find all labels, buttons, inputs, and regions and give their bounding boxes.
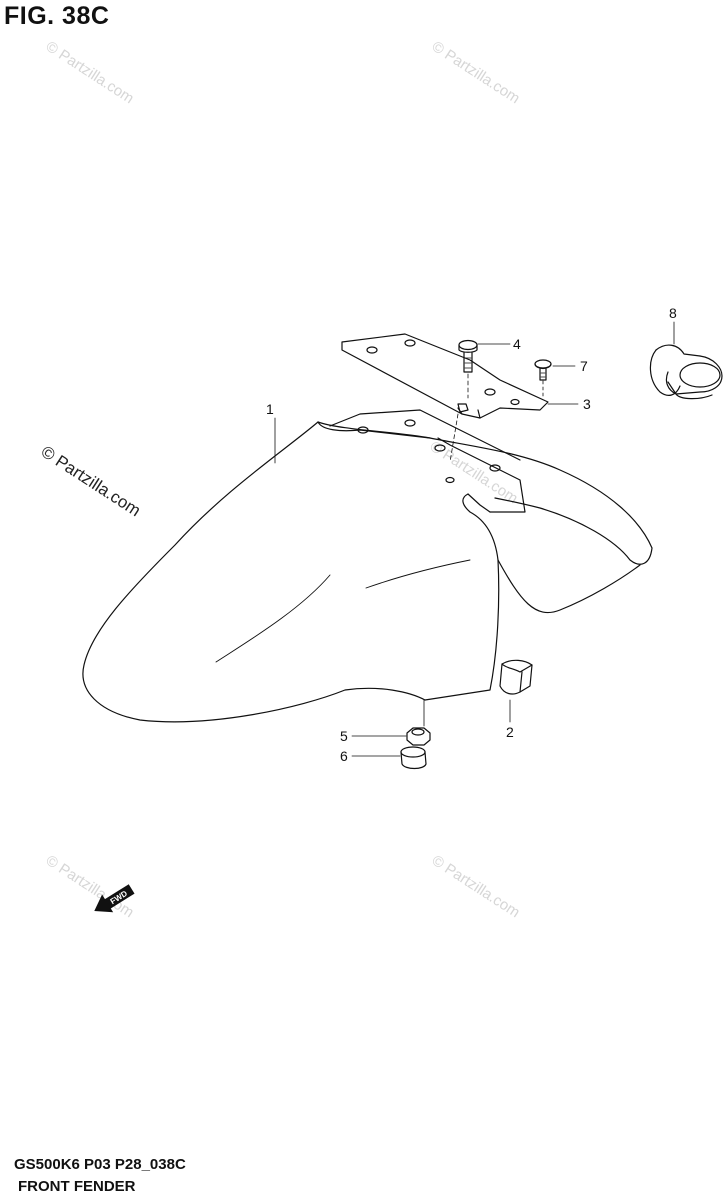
leader-lines bbox=[274, 321, 675, 757]
model-code: GS500K6 P03 P28_038C bbox=[14, 1156, 186, 1173]
front-fender-part bbox=[82, 409, 653, 723]
callout-7: 7 bbox=[580, 358, 588, 374]
callout-1: 1 bbox=[266, 401, 274, 417]
clip-part bbox=[499, 659, 533, 695]
callout-4: 4 bbox=[513, 336, 521, 352]
screw-part bbox=[534, 359, 552, 381]
assembly-name: FRONT FENDER bbox=[18, 1178, 136, 1195]
callout-6: 6 bbox=[340, 748, 348, 764]
callout-5: 5 bbox=[340, 728, 348, 744]
direction-arrow-icon: FWD bbox=[94, 884, 135, 913]
figure-title: FIG. 38C bbox=[4, 2, 110, 30]
callout-3: 3 bbox=[583, 396, 591, 412]
callout-2: 2 bbox=[506, 724, 514, 740]
bolt-part bbox=[458, 339, 478, 373]
bracket-plate-part bbox=[341, 333, 549, 419]
collar-part bbox=[400, 746, 427, 770]
nut-part bbox=[406, 727, 431, 746]
callout-8: 8 bbox=[669, 305, 677, 321]
grommet-part bbox=[649, 344, 723, 400]
